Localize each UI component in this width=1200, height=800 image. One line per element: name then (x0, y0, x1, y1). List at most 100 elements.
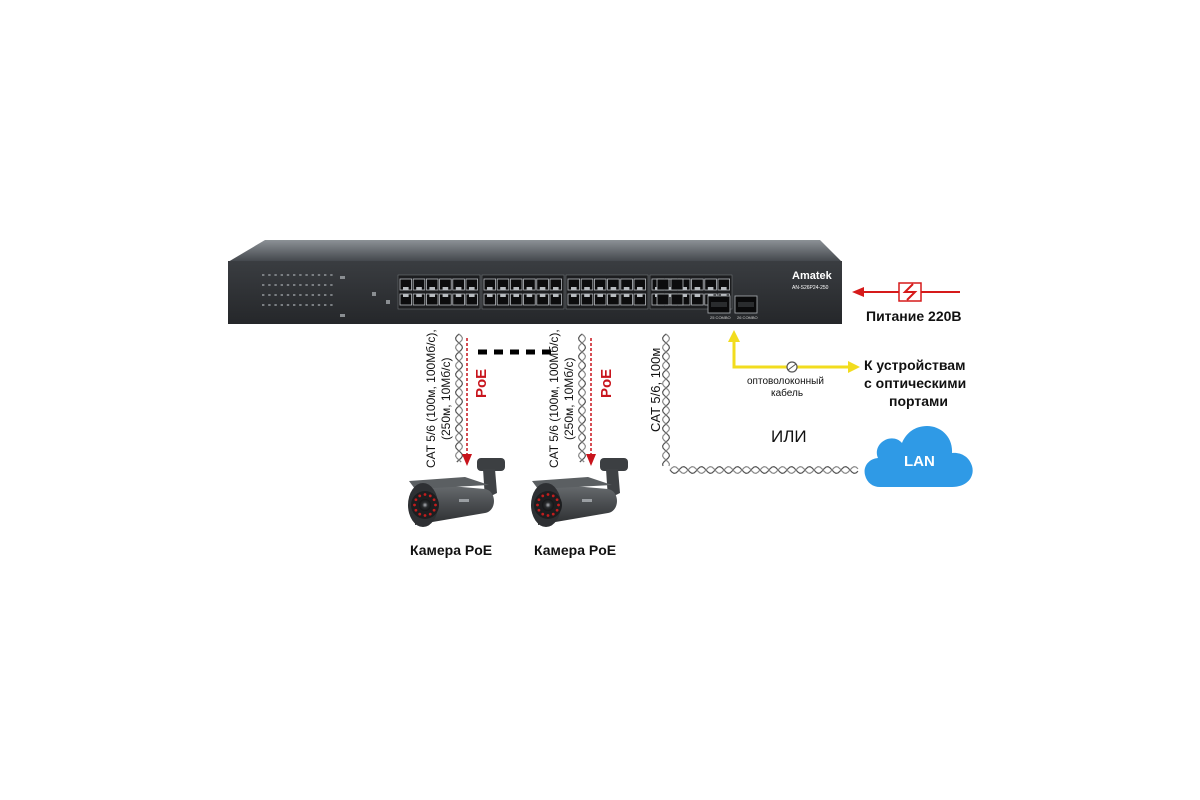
status-led (311, 294, 314, 296)
port-latch (610, 294, 617, 297)
optical-devices-line-1: К устройствам (864, 357, 966, 373)
uplink-cable-label: CAT 5/6, 100м (648, 347, 663, 432)
poe-arrowhead-1 (462, 454, 472, 466)
status-led (305, 304, 308, 306)
port-latch (681, 287, 687, 290)
port-latch (513, 294, 519, 297)
ir-led (536, 503, 539, 507)
status-led (268, 274, 271, 276)
port-latch (637, 287, 643, 290)
port-latch (571, 287, 577, 290)
status-led (274, 274, 277, 276)
port-latch (487, 294, 493, 297)
camera-2-cable (577, 333, 587, 463)
cam1-cable-label-2: (250м, 10Мб/с) (439, 357, 453, 440)
port-latch (442, 287, 449, 290)
status-led (299, 294, 302, 296)
poe-label-1: PoE (473, 368, 490, 398)
ir-led (432, 508, 436, 512)
sfp-label-2: 26 COMBO (737, 315, 758, 320)
ir-led (555, 508, 559, 512)
camera-2-cable (577, 333, 587, 463)
port-latch (429, 287, 435, 290)
fiber-cable-label-2: кабель (771, 388, 804, 399)
switch-brand: Amatek (792, 270, 832, 282)
port-latch (526, 294, 533, 297)
ir-led (546, 493, 550, 496)
optical-devices-line-3: портами (889, 393, 948, 409)
port-latch (707, 294, 714, 297)
fiber-cable-line (732, 338, 850, 369)
ir-led (541, 494, 545, 498)
camera-1-label: Камера PoE (410, 542, 493, 558)
optical-devices-line-2: с оптическими (864, 375, 967, 391)
status-led (262, 274, 265, 276)
status-led (286, 294, 290, 296)
ir-led (541, 512, 545, 516)
port-latch (553, 287, 559, 290)
port-latch (694, 294, 701, 297)
status-led (324, 284, 327, 286)
sfp-port-block (707, 295, 758, 314)
switch-model: AN-S26P24-250 (792, 285, 829, 291)
status-led (293, 294, 296, 296)
power-arrowhead (852, 287, 864, 297)
port-latch (623, 294, 630, 297)
status-led (330, 304, 333, 306)
status-led (299, 284, 302, 286)
uplink-cable-horizontal (669, 465, 859, 475)
status-led (311, 304, 314, 306)
status-led (286, 284, 290, 286)
port-latch (469, 287, 475, 290)
port-latch (623, 287, 630, 290)
status-led (317, 274, 321, 276)
ir-led (546, 514, 550, 517)
status-led (274, 284, 277, 286)
status-led (268, 304, 271, 306)
camera-1-cable (454, 333, 464, 463)
ir-led (557, 503, 560, 507)
port-latch (455, 287, 462, 290)
status-led (311, 274, 314, 276)
camera-badge (582, 499, 592, 502)
ir-led (537, 498, 541, 502)
camera-2-label: Камера PoE (534, 542, 617, 558)
status-led (293, 284, 296, 286)
port-latch (500, 294, 506, 297)
fiber-connector-icon (786, 361, 798, 373)
port-latch (584, 287, 590, 290)
ir-led (428, 494, 432, 498)
twisted-pair-cables (454, 333, 859, 475)
uplink-port (656, 278, 670, 291)
ir-led (428, 512, 432, 516)
fiber-arrowhead-up (728, 330, 740, 342)
ir-led (537, 508, 541, 512)
status-led (299, 274, 302, 276)
status-led (262, 304, 265, 306)
status-led (317, 294, 321, 296)
ir-led (434, 503, 437, 507)
lightning-icon (898, 282, 922, 302)
port-latch (487, 287, 493, 290)
uplink-port (670, 293, 684, 306)
status-led (286, 274, 290, 276)
ir-led (551, 512, 555, 516)
port-latch (403, 287, 409, 290)
port-latch (455, 294, 462, 297)
port-latch (513, 287, 519, 290)
poe-camera-1 (408, 458, 505, 527)
power-led (340, 314, 345, 317)
camera-lens (542, 499, 554, 511)
port-latch (694, 287, 701, 290)
camera-badge (459, 499, 469, 502)
status-led (280, 304, 283, 306)
port-latch (416, 287, 422, 290)
ir-led (418, 494, 422, 498)
port-latch (571, 294, 577, 297)
status-led (293, 304, 296, 306)
status-led (317, 284, 321, 286)
uplink-port (670, 278, 684, 291)
status-led (262, 284, 265, 286)
status-led (305, 294, 308, 296)
uplink-port (656, 293, 670, 306)
